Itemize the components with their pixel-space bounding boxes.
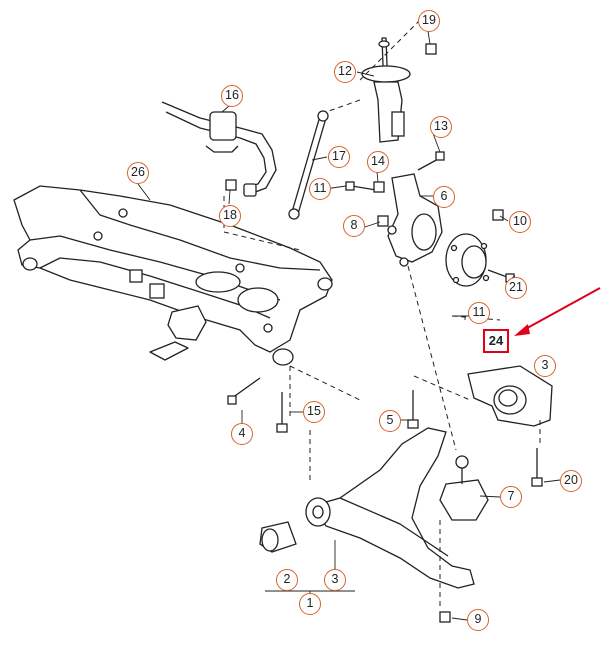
callout-11-top: 11	[309, 178, 331, 200]
bushing-bracket	[467, 365, 553, 427]
stabilizer-bar	[161, 101, 277, 197]
red-arrow	[514, 287, 601, 336]
callout-15: 15	[303, 401, 325, 423]
callout-12: 12	[334, 61, 356, 83]
callout-11-bottom: 11	[468, 302, 490, 324]
coupling-rod	[288, 110, 329, 220]
callout-19: 19	[418, 10, 440, 32]
callout-18: 18	[219, 205, 241, 227]
subframe	[13, 185, 333, 366]
callout-8: 8	[343, 215, 365, 237]
callout-26: 26	[127, 162, 149, 184]
ball-joint	[439, 455, 489, 521]
callout-9: 9	[467, 609, 489, 631]
callout-2: 2	[276, 569, 298, 591]
control-arm	[259, 427, 475, 589]
callout-3-control-arm: 3	[324, 569, 346, 591]
callout-7: 7	[500, 486, 522, 508]
callout-3-bracket: 3	[534, 355, 556, 377]
shock-absorber	[361, 37, 411, 143]
callout-5: 5	[379, 410, 401, 432]
callout-1: 1	[299, 593, 321, 615]
callout-10: 10	[509, 211, 531, 233]
callout-14: 14	[367, 151, 389, 173]
callout-16: 16	[221, 85, 243, 107]
callout-24-highlighted: 24	[483, 329, 509, 353]
callout-4: 4	[231, 423, 253, 445]
callout-6: 6	[433, 186, 455, 208]
callout-20: 20	[560, 470, 582, 492]
wheel-bearing-housing	[387, 173, 443, 267]
wheel-hub	[445, 233, 490, 287]
callout-17: 17	[328, 146, 350, 168]
callout-21: 21	[505, 277, 527, 299]
callout-13: 13	[430, 116, 452, 138]
